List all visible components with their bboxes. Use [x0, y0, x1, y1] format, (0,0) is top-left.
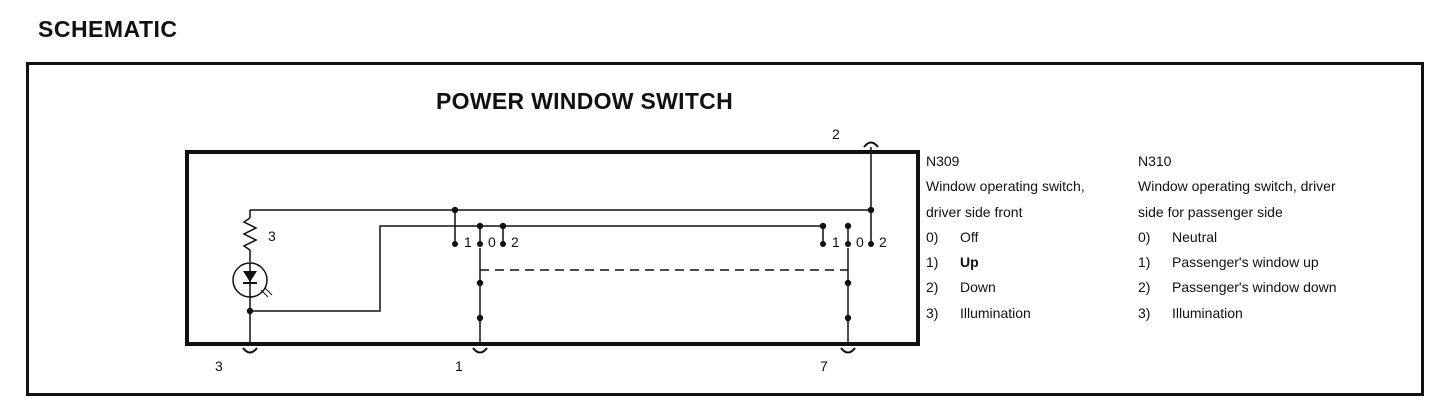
legend-n310-code: N310: [1138, 153, 1172, 169]
legend-n309-desc-1: Window operating switch,: [926, 178, 1085, 195]
switch-right-pos-0: 0: [856, 234, 864, 250]
switch-left-pos-1: 1: [464, 234, 472, 250]
legend-n310-item: 3)Illumination: [1138, 304, 1243, 321]
diagram-title: POWER WINDOW SWITCH: [436, 88, 733, 114]
legend-n309-item: 1)Up: [926, 254, 979, 271]
terminal-7-connector: [840, 347, 856, 354]
switch-left-pos-0: 0: [488, 234, 496, 250]
terminal-2-connector: [863, 141, 879, 148]
junction-dots: [246, 206, 875, 322]
terminal-1-connector: [472, 347, 488, 354]
legend-n309: N309 Window operating switch, driver sid…: [926, 149, 1085, 326]
legend-n310-desc-1: Window operating switch, driver: [1138, 178, 1336, 195]
switch-left-pos-2: 2: [511, 234, 519, 250]
terminal-label-3: 3: [215, 358, 223, 374]
legend-n310-item: 1)Passenger's window up: [1138, 254, 1319, 271]
resistor-zigzag: [242, 217, 258, 251]
terminal-label-7: 7: [820, 358, 828, 374]
switch-housing: [185, 150, 920, 346]
legend-n310-item: 0)Neutral: [1138, 228, 1218, 245]
legend-n310-desc-2: side for passenger side: [1138, 203, 1283, 220]
legend-n309-desc-2: driver side front: [926, 203, 1023, 220]
legend-n309-item: 2)Down: [926, 279, 996, 296]
resistor-label: 3: [268, 228, 276, 244]
switch-right-pos-1: 1: [832, 234, 840, 250]
switch-right-pos-2: 2: [879, 234, 887, 250]
legend-n309-code: N309: [926, 153, 960, 169]
terminal-3-connector: [242, 347, 258, 354]
legend-n309-item: 0)Off: [926, 228, 979, 245]
page-heading: SCHEMATIC: [38, 16, 178, 42]
legend-n310: N310 Window operating switch, driver sid…: [1138, 149, 1337, 326]
terminal-label-2: 2: [832, 126, 840, 142]
legend-n309-item: 3)Illumination: [926, 304, 1031, 321]
schematic-frame: [26, 62, 1424, 396]
terminal-label-1: 1: [455, 358, 463, 374]
wire-ground-loop: [250, 225, 823, 312]
legend-n310-item: 2)Passenger's window down: [1138, 279, 1337, 296]
